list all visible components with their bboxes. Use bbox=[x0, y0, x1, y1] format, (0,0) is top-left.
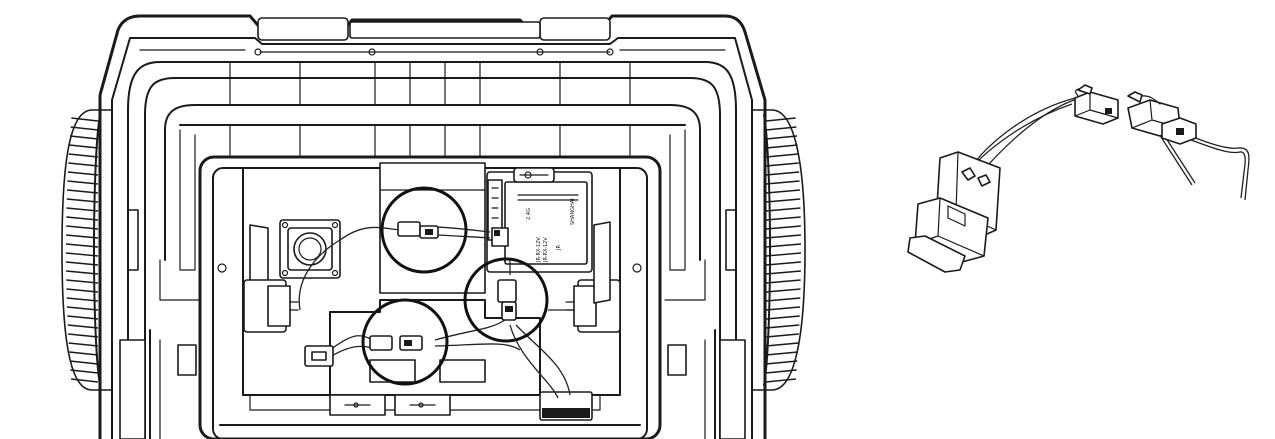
module-label-model-2: JR-RX-12V bbox=[543, 237, 549, 263]
tire-tread-line bbox=[69, 144, 99, 149]
tire-tread-line bbox=[66, 288, 99, 293]
tire-tread-line bbox=[765, 117, 796, 122]
inner-cavity bbox=[119, 61, 746, 439]
tire-tread-line bbox=[765, 252, 802, 257]
tire-tread-line bbox=[68, 333, 99, 338]
tire-tread-line bbox=[765, 279, 801, 284]
tire-tread-line bbox=[765, 135, 798, 140]
vehicle-rear-view: JR JR-RX-12V JR-RX-12V 2.4G SHANGHAI bbox=[61, 14, 806, 439]
tire-tread-line bbox=[765, 216, 801, 221]
tire-tread-line bbox=[765, 180, 800, 185]
tire-tread-line bbox=[65, 261, 99, 266]
wiring-harness-detail bbox=[907, 84, 1250, 273]
tire-tread-line bbox=[765, 162, 799, 167]
tire-tread-line bbox=[765, 333, 799, 338]
tire-tread-line bbox=[66, 279, 99, 284]
body-shell bbox=[98, 14, 767, 439]
tire-tread-line bbox=[67, 189, 99, 194]
connector-plug-right bbox=[1127, 91, 1197, 145]
tire-tread-line bbox=[68, 342, 99, 347]
tire-tread-line bbox=[765, 207, 801, 212]
tire-tread-line bbox=[66, 234, 99, 239]
tire-tread-line bbox=[765, 297, 801, 302]
tire-tread-line bbox=[70, 369, 99, 374]
tire-tread-line bbox=[71, 378, 99, 383]
tire-tread-line bbox=[765, 243, 802, 248]
tire-tread-line bbox=[765, 342, 799, 347]
tire-tread-line bbox=[69, 360, 99, 365]
highlight-circle-3 bbox=[361, 298, 449, 386]
tire-tread-line bbox=[66, 207, 99, 212]
tire-tread-line bbox=[765, 144, 798, 149]
module-label-maker: SHANGHAI bbox=[570, 198, 576, 225]
tire-tread-line bbox=[67, 180, 99, 185]
highlight-circles bbox=[361, 186, 549, 386]
tire-tread-line bbox=[67, 315, 99, 320]
tire-tread-line bbox=[765, 315, 800, 320]
tire-tread-line bbox=[765, 261, 802, 266]
tire-tread-line bbox=[67, 171, 99, 176]
tire-tread-line bbox=[66, 297, 99, 302]
tire-tread-line bbox=[66, 306, 99, 311]
tire-tread-line bbox=[69, 135, 99, 140]
tire-tread-line bbox=[765, 306, 801, 311]
tire-tread-line bbox=[65, 252, 99, 257]
tire-tread-line bbox=[66, 216, 99, 221]
terminal-block bbox=[907, 151, 1001, 273]
tire-tread-line bbox=[765, 198, 801, 203]
tire-tread-line bbox=[65, 243, 99, 248]
tire-tread-line bbox=[70, 126, 99, 131]
tire-tread-line bbox=[765, 270, 801, 275]
tire-tread-line bbox=[765, 360, 798, 365]
module-label-model-1: JR-RX-12V bbox=[536, 237, 542, 263]
tire-tread-line bbox=[765, 126, 797, 131]
tire-tread-line bbox=[765, 324, 800, 329]
tire-tread-line bbox=[68, 153, 99, 158]
tire-tread-line bbox=[765, 225, 801, 230]
tire-tread-line bbox=[765, 171, 800, 176]
tire-tread-line bbox=[765, 189, 800, 194]
tire-tread-line bbox=[68, 162, 99, 167]
tire-tread-line bbox=[66, 270, 99, 275]
tire-tread-line bbox=[66, 225, 99, 230]
tire-tread-line bbox=[765, 288, 801, 293]
tire-tread-line bbox=[765, 234, 801, 239]
tire-tread-line bbox=[765, 378, 796, 383]
tire-tread-line bbox=[765, 153, 799, 158]
module-label-brand: JR bbox=[556, 245, 562, 251]
tire-tread-line bbox=[67, 324, 99, 329]
highlight-circle-2 bbox=[463, 257, 549, 343]
tire-tread-line bbox=[71, 117, 99, 122]
tire-tread-line bbox=[765, 351, 798, 356]
tire-tread-line bbox=[66, 198, 99, 203]
tire-tread-line bbox=[69, 351, 99, 356]
receiver-module: JR JR-RX-12V JR-RX-12V 2.4G SHANGHAI bbox=[486, 167, 593, 273]
highlight-circle-1 bbox=[380, 186, 468, 274]
tire-tread-line bbox=[765, 369, 797, 374]
module-label-freq: 2.4G bbox=[526, 208, 532, 220]
connector-plug-left bbox=[1074, 84, 1119, 125]
